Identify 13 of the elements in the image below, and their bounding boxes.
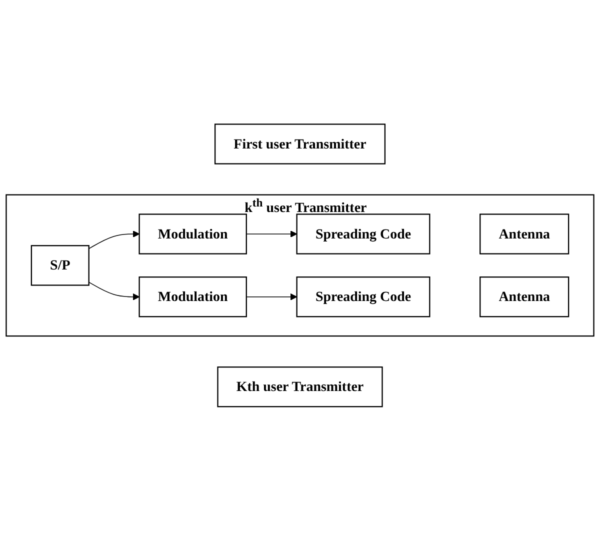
node-box: Kth user Transmitter — [217, 366, 383, 407]
arrow — [88, 230, 140, 249]
node-box: Modulation — [138, 213, 247, 254]
node-box: Spreading Code — [296, 276, 430, 317]
arrow — [246, 293, 298, 300]
node-box: First user Transmitter — [214, 123, 386, 164]
arrow — [246, 230, 298, 237]
node-box: Antenna — [480, 213, 570, 254]
node-box: Modulation — [138, 276, 247, 317]
node-box: Spreading Code — [296, 213, 430, 254]
node-box: S/P — [30, 244, 90, 286]
arrow — [88, 281, 140, 300]
node-box: Antenna — [480, 276, 570, 317]
